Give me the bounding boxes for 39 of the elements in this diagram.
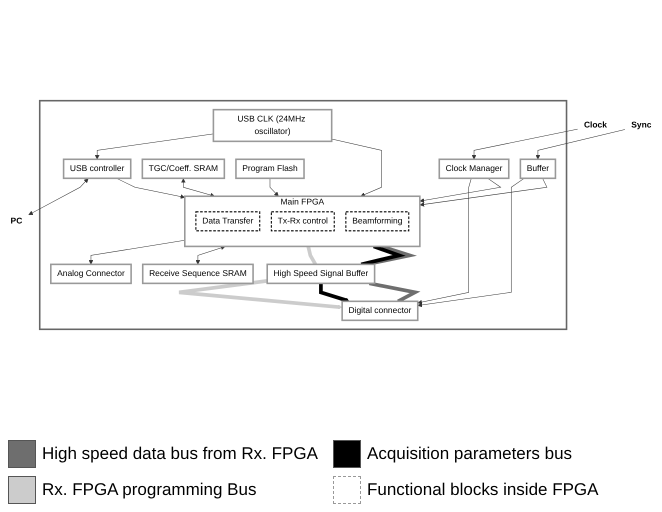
arrow — [94, 134, 214, 160]
node-box: Clock Manager — [438, 158, 510, 180]
node-box: Data Transfer — [195, 211, 260, 232]
node-box: Beamforming — [345, 211, 410, 232]
node-box: Program Flash — [235, 158, 305, 180]
arrow — [319, 283, 350, 302]
arrow — [181, 178, 215, 198]
legend-text: High speed data bus from Rx. FPGA — [42, 444, 318, 464]
connector — [368, 282, 420, 303]
arrow — [420, 178, 502, 203]
legend-text: Functional blocks inside FPGA — [367, 480, 598, 500]
node-box: Analog Connector — [50, 264, 132, 284]
node-box: TGC/Coeff. SRAM — [142, 158, 226, 180]
arrow — [116, 178, 185, 199]
legend-text: Rx. FPGA programming Bus — [42, 480, 256, 500]
node-box: Receive Sequence SRAM — [142, 264, 254, 284]
arrow — [331, 138, 382, 197]
arrow — [270, 178, 279, 196]
arrow — [88, 240, 186, 265]
arrow — [418, 178, 524, 308]
arrow — [536, 129, 626, 160]
node-box: USB CLK (24MHz oscillator) — [212, 108, 332, 142]
legend-text: Acquisition parameters bus — [367, 444, 572, 464]
node-text: Clock — [584, 120, 607, 130]
node-box: High Speed Signal Buffer — [266, 264, 376, 284]
node-box: Tx-Rx control — [270, 211, 335, 232]
arrow — [196, 246, 226, 265]
arrow — [420, 178, 548, 207]
node-box: Buffer — [520, 158, 556, 180]
arrow — [28, 178, 88, 216]
node-box: Digital connector — [341, 300, 419, 322]
arrow — [472, 128, 578, 160]
node-box: USB controller — [62, 158, 132, 180]
cluster — [38, 100, 568, 330]
connector — [306, 246, 318, 266]
node-text: Sync — [631, 120, 652, 130]
node-text: PC — [10, 216, 22, 226]
arrow — [177, 279, 342, 310]
arrow — [418, 178, 472, 304]
